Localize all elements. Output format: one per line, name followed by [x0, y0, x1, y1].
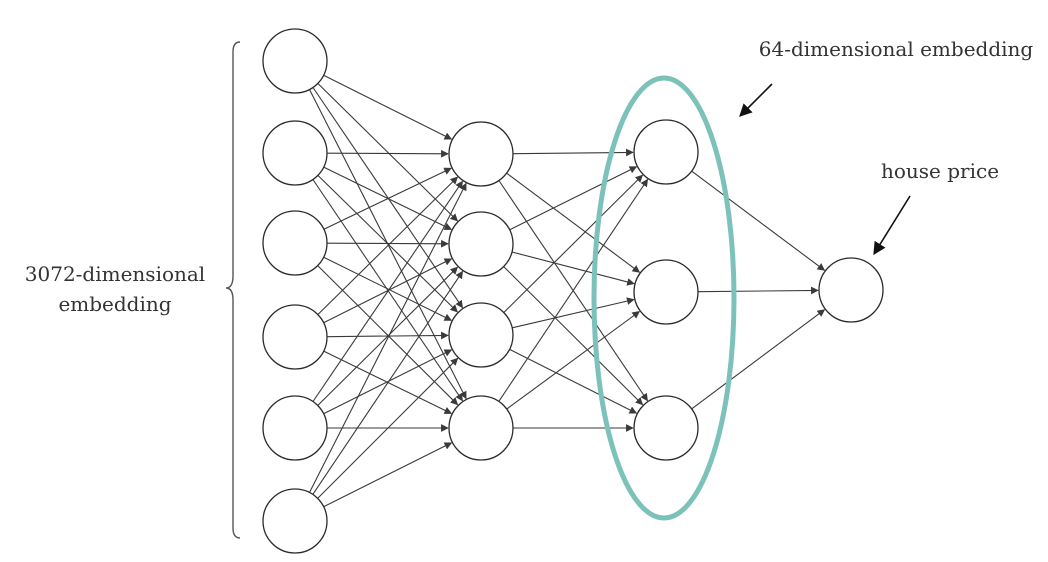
connection-edge [506, 311, 641, 410]
embedding-label: 64-dimensional embedding [759, 37, 1034, 61]
neuron-layer3-node1 [633, 119, 699, 185]
neuron-layer2-node1 [448, 121, 514, 187]
connection-edge [503, 266, 644, 406]
connection-edge [511, 251, 635, 286]
embedding-callout-arrow [739, 83, 773, 117]
connection-edge [509, 348, 638, 414]
output-callout-arrow [873, 195, 911, 256]
connection-edge [323, 256, 453, 321]
connection-edge [512, 148, 634, 157]
connection-edge [317, 176, 459, 315]
neuron-layer1-node6 [262, 488, 328, 554]
connection-edge [326, 239, 449, 248]
connection-edge [326, 149, 449, 158]
connection-edge [697, 286, 819, 295]
neuron-layer3-node2 [633, 259, 699, 325]
connection-edge [317, 83, 459, 222]
neuron-layer2-node3 [448, 302, 514, 368]
neurons [262, 28, 884, 554]
neuron-layer1-node1 [262, 28, 328, 94]
input-layer-brace [225, 41, 241, 539]
connection-edge [317, 266, 459, 406]
connection-edge [309, 182, 467, 493]
neuron-layer1-node3 [262, 210, 328, 276]
connection-edge [323, 74, 453, 140]
output-label: house price [881, 159, 999, 183]
neuron-layer4-node1 [818, 257, 884, 323]
connection-edge [691, 309, 826, 410]
neuron-layer3-node3 [633, 395, 699, 461]
embedding-highlight-ellipse [591, 75, 737, 521]
neuron-layer2-node2 [448, 211, 514, 277]
connection-edge [509, 166, 638, 231]
input-label-line2: embedding [58, 292, 171, 316]
neuron-layer1-node4 [262, 304, 328, 370]
connection-edge [323, 442, 453, 508]
neuron-layer1-node5 [262, 395, 328, 461]
neuron-layer2-node4 [448, 395, 514, 461]
input-label-line1: 3072-dimensional [25, 262, 205, 286]
connection-edge [312, 270, 464, 495]
neuron-layer1-node2 [262, 120, 328, 186]
connection-edge [323, 349, 453, 415]
connection-edge [317, 357, 459, 499]
connection-edge [312, 87, 463, 309]
connection-edge [323, 167, 452, 230]
connection-edge [498, 178, 649, 402]
connection-edge [503, 174, 644, 313]
connection-edge [512, 297, 635, 329]
connection-edge [312, 180, 463, 402]
connections [309, 74, 826, 508]
connection-edge [691, 170, 826, 271]
connection-edge [506, 172, 641, 273]
